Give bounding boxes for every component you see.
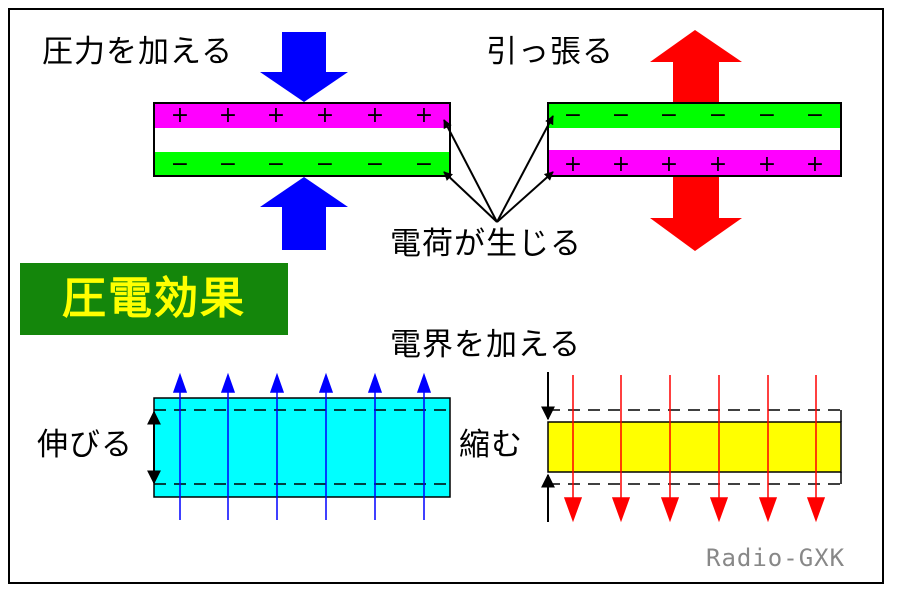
stretched-plate-plus-signs: + + + + + + bbox=[564, 152, 824, 177]
charge-pointer-lines bbox=[443, 115, 554, 223]
plus-sign: + bbox=[709, 152, 727, 177]
title-text: 圧電効果 bbox=[62, 273, 246, 324]
minus-sign: − bbox=[415, 152, 433, 177]
label-charge: 電荷が生じる bbox=[390, 226, 582, 262]
plus-sign: + bbox=[366, 103, 384, 128]
plus-sign: + bbox=[564, 152, 582, 177]
minus-sign: − bbox=[709, 103, 727, 128]
title-badge: 圧電効果 bbox=[20, 263, 288, 335]
plus-sign: + bbox=[171, 103, 189, 128]
minus-sign: − bbox=[564, 103, 582, 128]
plus-sign: + bbox=[316, 103, 334, 128]
stretched-plate bbox=[547, 102, 842, 177]
minus-sign: − bbox=[806, 103, 824, 128]
label-apply-field: 電界を加える bbox=[390, 327, 582, 363]
compressed-plate bbox=[153, 102, 451, 177]
minus-sign: − bbox=[660, 103, 678, 128]
minus-sign: − bbox=[267, 152, 285, 177]
pull-arrow-down bbox=[650, 176, 742, 251]
watermark: Radio-GXK bbox=[706, 544, 846, 572]
minus-sign: − bbox=[758, 103, 776, 128]
label-extend: 伸びる bbox=[37, 427, 133, 463]
field-lines-down bbox=[563, 375, 826, 523]
compressed-plate-plus-signs: + + + + + + bbox=[171, 103, 433, 128]
press-arrow-bottom bbox=[260, 177, 348, 250]
minus-sign: − bbox=[612, 103, 630, 128]
contracted-block bbox=[547, 409, 842, 485]
label-contract: 縮む bbox=[459, 427, 523, 463]
plus-sign: + bbox=[267, 103, 285, 128]
plus-sign: + bbox=[758, 152, 776, 177]
diagram-frame bbox=[8, 8, 884, 584]
plus-sign: + bbox=[219, 103, 237, 128]
minus-sign: − bbox=[219, 152, 237, 177]
minus-sign: − bbox=[366, 152, 384, 177]
compressed-plate-minus-signs: − − − − − − bbox=[171, 152, 433, 177]
plus-sign: + bbox=[612, 152, 630, 177]
label-pull: 引っ張る bbox=[486, 34, 614, 70]
minus-sign: − bbox=[316, 152, 334, 177]
field-lines-up bbox=[172, 372, 432, 520]
plus-sign: + bbox=[660, 152, 678, 177]
plus-sign: + bbox=[806, 152, 824, 177]
pull-arrow-up bbox=[650, 30, 742, 103]
stretched-plate-minus-signs: − − − − − − bbox=[564, 103, 824, 128]
minus-sign: − bbox=[171, 152, 189, 177]
plus-sign: + bbox=[415, 103, 433, 128]
press-arrow-top bbox=[260, 32, 348, 102]
label-compress: 圧力を加える bbox=[42, 34, 234, 70]
extended-block bbox=[153, 397, 451, 498]
